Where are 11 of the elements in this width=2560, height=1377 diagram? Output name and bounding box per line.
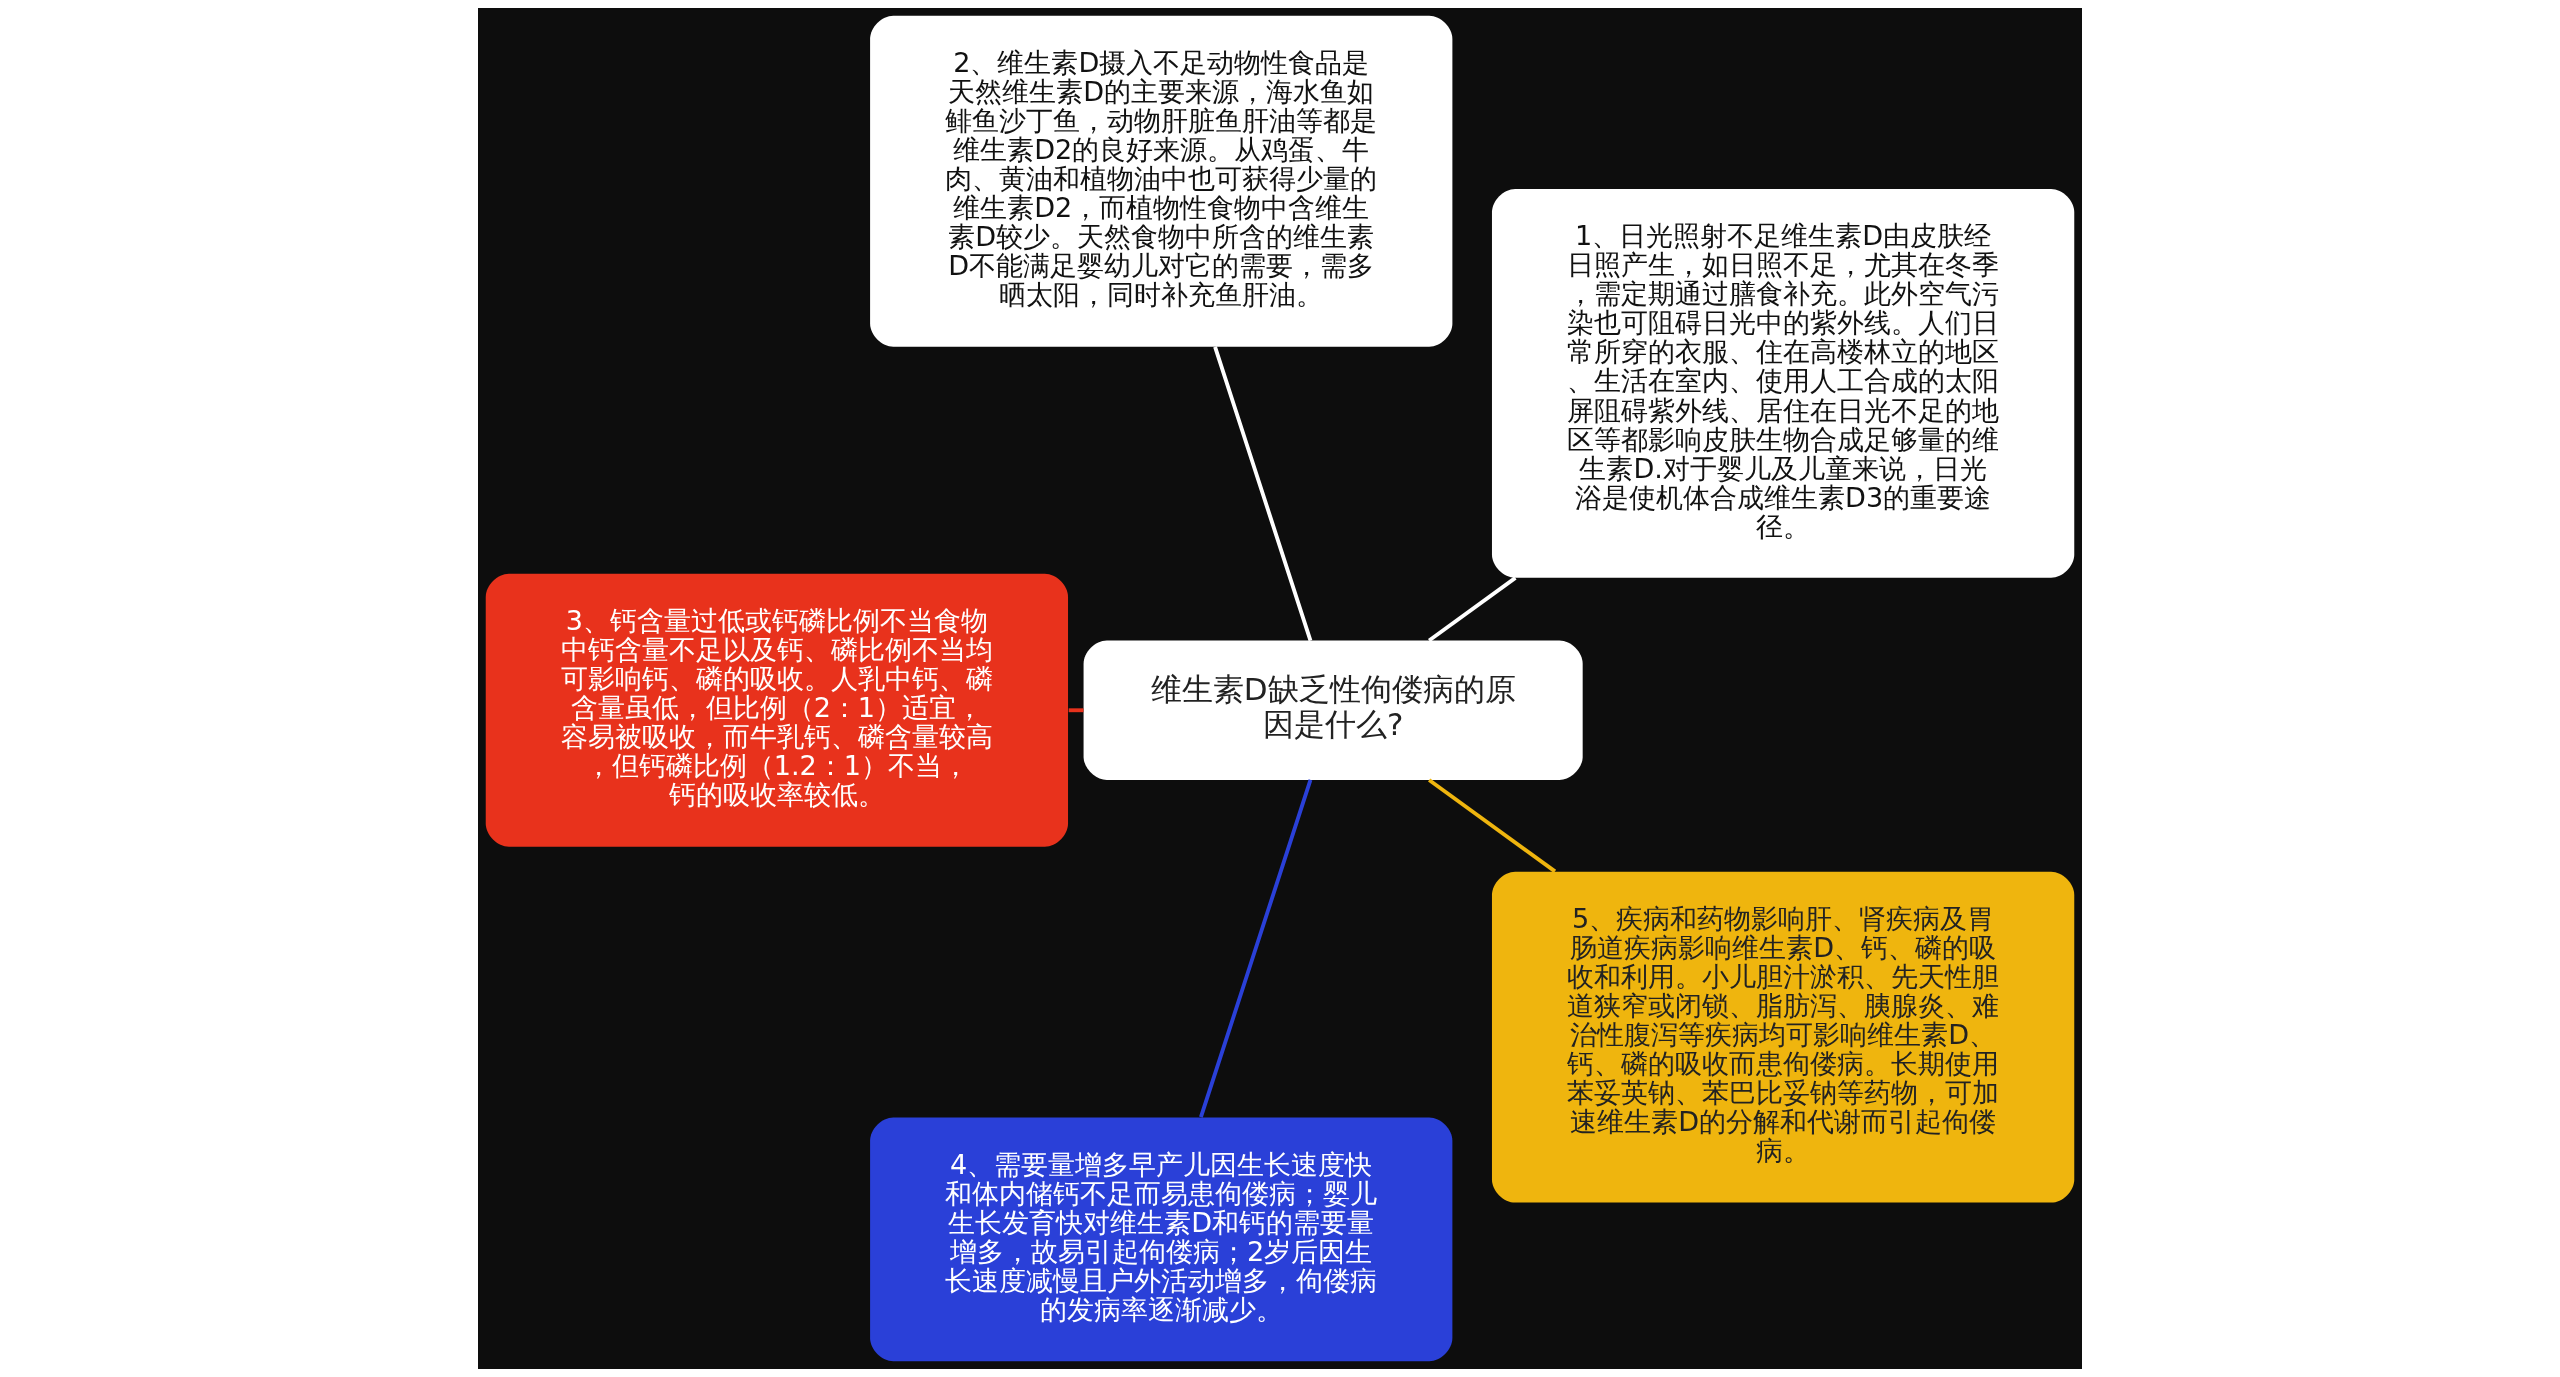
connector	[1427, 576, 1517, 643]
node-box: 5、疾病和药物影响肝、肾疾病及胃肠道疾病影响维生素D、钙、磷的吸收和利用。小儿胆汁淤积、先天性胆道狭窄或闭锁、脂肪泻、胰腺炎、难治性腹泻等疾病均可影响维生素D、钙、磷的吸收而患佝偻病。长期使用苯妥英钠、苯巴比妥钠等药物，可加速维生素D的分解和代谢而引起佝偻病。	[1491, 871, 2075, 1203]
connector	[1213, 346, 1313, 642]
node-box: 1、日光照射不足维生素D由皮肤经日照产生，如日照不足，尤其在冬季，需定期通过膳食补充。此外空气污染也可阻碍日光中的紫外线。人们日常所穿的衣服、住在高楼林立的地区、生活在室内、使用人工合成的太阳屏阻碍紫外线、居住在日光不足的地区等都影响皮肤生物合成足够量的维生素D.对于婴儿及儿童来说，日光浴是使机体合成维生素D3的重要途径。	[1491, 188, 2075, 578]
node-box: 2、维生素D摄入不足动物性食品是天然维生素D的主要来源，海水鱼如鲱鱼沙丁鱼，动物肝脏鱼肝油等都是维生素D2的良好来源。从鸡蛋、牛肉、黄油和植物油中也可获得少量的维生素D2，而植物性食物中含维生素D较少。天然食物中所含的维生素D不能满足婴幼儿对它的需要，需多晒太阳，同时补充鱼肝油。	[870, 15, 1453, 347]
connector	[1068, 708, 1084, 713]
connector	[1199, 779, 1313, 1118]
node-box: 维生素D缺乏性佝偻病的原因是什么?	[1083, 640, 1583, 780]
connector	[1427, 778, 1557, 873]
node-box: 4、需要量增多早产儿因生长速度快和体内储钙不足而易患佝偻病；婴儿生长发育快对维生素D和钙的需要量增多，故易引起佝偻病；2岁后因生长速度减慢且户外活动增多，佝偻病的发病率逐渐减少。	[870, 1117, 1453, 1362]
node-box: 3、钙含量过低或钙磷比例不当食物中钙含量不足以及钙、磷比例不当均可影响钙、磷的吸收。人乳中钙、磷含量虽低，但比例（2：1）适宜，容易被吸收，而牛乳钙、磷含量较高，但钙磷比例（1.2：1）不当，钙的吸收率较低。	[485, 573, 1069, 847]
